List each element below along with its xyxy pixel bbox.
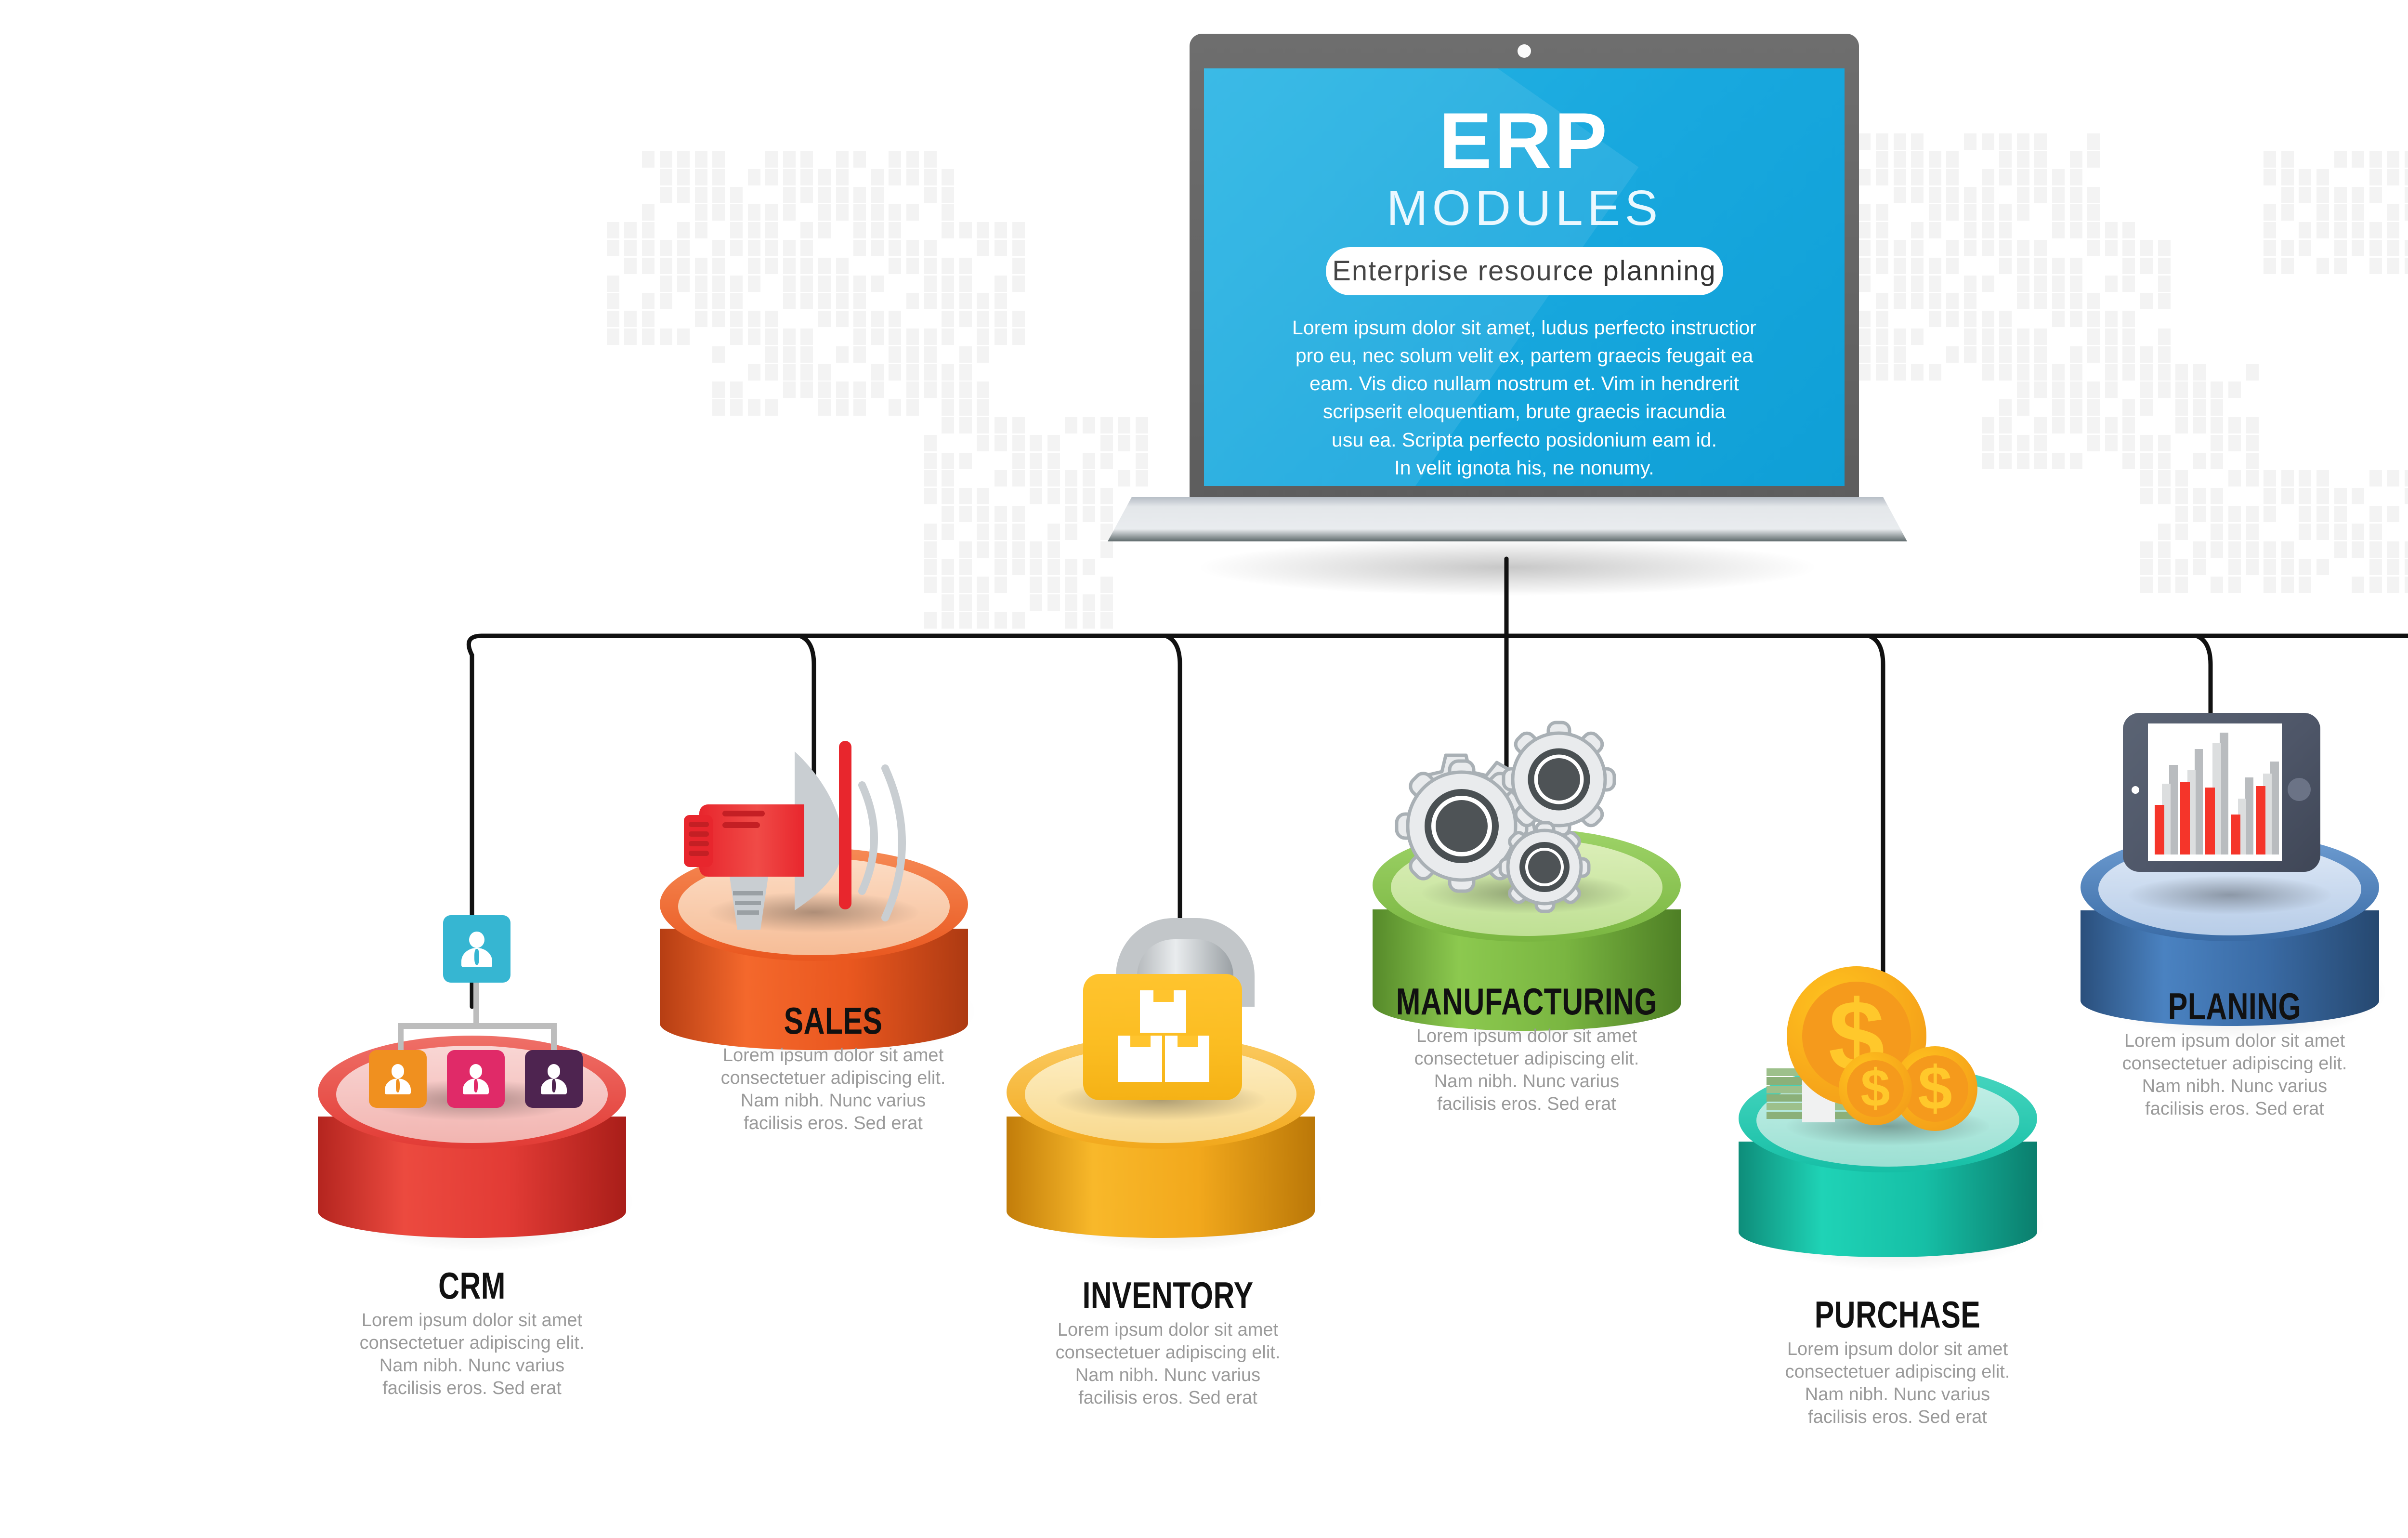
gears-icon	[1395, 721, 1616, 913]
manufacturing-description: Lorem ipsum dolor sit amet consectetuer …	[1414, 1026, 1639, 1115]
human-resource-title: HUMAN RESOURCE	[2385, 1305, 2408, 1343]
sales-description: Lorem ipsum dolor sit amet consectetuer …	[720, 1045, 946, 1134]
bar-back	[2220, 733, 2228, 854]
module-purchase[interactable]: $ $ $ PURCHASE Lorem ipsum dolor sit ame…	[1714, 963, 2071, 1445]
purchase-title: PURCHASE	[1814, 1293, 1981, 1336]
crm-title: CRM	[438, 1264, 506, 1307]
padlock-boxes-icon	[1062, 910, 1264, 1117]
bar-front	[2256, 786, 2265, 854]
sales-label: SALES Lorem ipsum dolor sit amet consect…	[621, 1002, 1045, 1135]
body-line: eam. Vis dico nullam nostrum et. Vim in …	[1309, 372, 1739, 395]
module-crm[interactable]: CRM Lorem ipsum dolor sit amet consectet…	[299, 915, 645, 1398]
gear-medium	[1502, 721, 1616, 837]
org-child-node-middle	[447, 1050, 505, 1108]
sales-title: SALES	[784, 999, 883, 1042]
tablet-camera-icon	[2132, 786, 2139, 794]
bar-back	[2169, 765, 2178, 854]
org-child-node-right	[525, 1050, 583, 1108]
tablet-home-button-icon	[2288, 778, 2311, 801]
crm-label: CRM Lorem ipsum dolor sit amet consectet…	[260, 1267, 684, 1400]
bar-back	[2270, 761, 2279, 854]
crm-description: Lorem ipsum dolor sit amet consectetuer …	[359, 1310, 585, 1399]
bar-front	[2205, 787, 2215, 854]
body-line: Lorem ipsum dolor sit amet, ludus perfec…	[1292, 316, 1756, 339]
screen-body-text: Lorem ipsum dolor sit amet, ludus perfec…	[1283, 314, 1765, 482]
module-planing[interactable]: PLANING Lorem ipsum dolor sit amet conse…	[2052, 713, 2408, 1195]
gear-small	[1498, 821, 1591, 913]
padlock-body	[1083, 974, 1242, 1100]
bar-front	[2180, 782, 2190, 854]
body-line: In velit ignota his, ne nonumy.	[1394, 456, 1654, 479]
module-human-resource[interactable]: ✕ ✓ ✕ HUMAN RESOURCE Lorem ipsum	[2389, 930, 2408, 1435]
module-sales[interactable]: SALES Lorem ipsum dolor sit amet consect…	[641, 732, 997, 1214]
erp-title: ERP	[1439, 96, 1610, 185]
manufacturing-label: MANUFACTURING Lorem ipsum dolor sit amet…	[1305, 983, 1748, 1116]
body-line: scripserit eloquentiam, brute graecis ir…	[1322, 400, 1726, 423]
human-resource-description: Lorem ipsum dolor sit amet consectetuer …	[2331, 1348, 2408, 1438]
laptop-base	[1108, 497, 1907, 541]
module-inventory[interactable]: INVENTORY Lorem ipsum dolor sit amet con…	[982, 910, 1339, 1416]
coins-money-icon: $ $ $	[1758, 963, 2008, 1156]
tablet-screen	[2148, 723, 2282, 861]
bar-front	[2155, 804, 2164, 854]
manufacturing-title: MANUFACTURING	[1396, 980, 1658, 1023]
planing-label: PLANING Lorem ipsum dolor sit amet conse…	[2023, 987, 2408, 1120]
purchase-description: Lorem ipsum dolor sit amet consectetuer …	[1785, 1339, 2010, 1428]
bar-front	[2230, 815, 2240, 854]
webcam-icon	[1518, 44, 1531, 58]
laptop-lid: ERP MODULES Enterprise resource planning…	[1190, 34, 1859, 503]
coin-right: $	[1893, 1046, 1977, 1131]
bar-chart	[2155, 730, 2279, 854]
tablet-bar-chart-icon	[2123, 713, 2320, 872]
org-root-node	[443, 915, 510, 983]
planing-cylinder	[2081, 833, 2379, 1026]
coin-large: $	[1787, 966, 1926, 1106]
tagline-text: Enterprise resource planning	[1332, 255, 1716, 287]
bar-back	[2194, 749, 2203, 854]
human-resource-label: HUMAN RESOURCE Lorem ipsum dolor sit ame…	[2331, 1305, 2408, 1438]
megaphone-icon	[684, 741, 906, 930]
inventory-description: Lorem ipsum dolor sit amet consectetuer …	[1055, 1320, 1281, 1408]
inventory-title: INVENTORY	[1082, 1274, 1254, 1316]
body-line: usu ea. Scripta perfecto posidonium eam …	[1332, 428, 1717, 451]
laptop-screen: ERP MODULES Enterprise resource planning…	[1204, 68, 1845, 486]
inventory-label: INVENTORY Lorem ipsum dolor sit amet con…	[956, 1276, 1380, 1409]
module-manufacturing[interactable]: MANUFACTURING Lorem ipsum dolor sit amet…	[1344, 713, 1710, 1195]
org-chart-icon	[352, 915, 602, 1108]
laptop-illustration: ERP MODULES Enterprise resource planning…	[1108, 34, 1907, 596]
org-child-node-left	[369, 1050, 427, 1108]
bar-back	[2245, 777, 2253, 854]
body-line: pro eu, nec solum velit ex, partem graec…	[1295, 344, 1754, 367]
purchase-label: PURCHASE Lorem ipsum dolor sit amet cons…	[1686, 1296, 2109, 1429]
planing-title: PLANING	[2168, 985, 2302, 1027]
tagline-pill: Enterprise resource planning	[1325, 247, 1723, 295]
planing-description: Lorem ipsum dolor sit amet consectetuer …	[2122, 1031, 2347, 1119]
erp-subtitle: MODULES	[1386, 180, 1662, 236]
coin-front: $	[1839, 1052, 1912, 1125]
